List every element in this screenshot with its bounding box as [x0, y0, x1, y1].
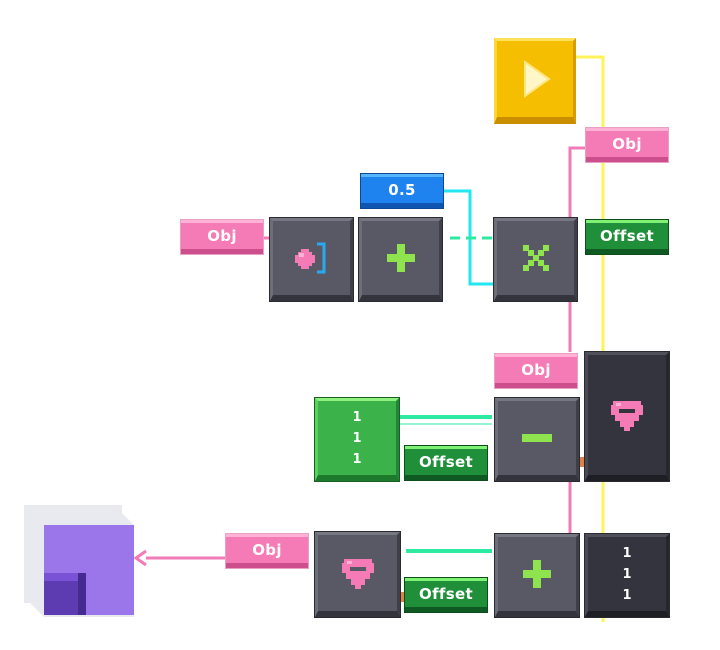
offset-label-bottom: Offset — [419, 585, 473, 603]
wire-yellow-play — [575, 55, 605, 352]
vector-block-dark[interactable]: 1 1 1 — [585, 534, 669, 617]
vector-green-x: 1 — [352, 409, 362, 425]
vector-dark-y: 1 — [622, 566, 632, 582]
port-orange-1 — [580, 457, 585, 467]
dark-getter-block[interactable] — [585, 352, 669, 481]
position-getter-icon — [273, 221, 350, 295]
offset-tag-bottom[interactable]: Offset — [405, 578, 487, 612]
plus-icon — [498, 537, 576, 611]
purple-object[interactable] — [24, 505, 138, 619]
vector-dark-z: 1 — [622, 587, 632, 603]
obj-tag-middle[interactable]: Obj — [495, 354, 577, 388]
vector-block-green[interactable]: 1 1 1 — [315, 398, 399, 481]
obj-tag-top[interactable]: Obj — [586, 128, 668, 162]
offset-tag-top[interactable]: Offset — [586, 220, 668, 254]
port-orange-2 — [400, 592, 405, 602]
obj-label-left: Obj — [207, 227, 237, 245]
minus-icon — [498, 401, 576, 475]
obj-label-middle: Obj — [521, 361, 551, 379]
number-value: 0.5 — [388, 181, 416, 199]
add-block-bottom[interactable] — [495, 534, 579, 617]
obj-label-top: Obj — [612, 135, 642, 153]
multiply-block[interactable] — [494, 218, 577, 301]
vector-green-y: 1 — [352, 430, 362, 446]
heart-getter-icon — [318, 535, 397, 611]
heart-getter-icon — [588, 355, 666, 475]
subtract-block[interactable] — [495, 398, 579, 481]
plus-icon — [362, 221, 439, 295]
vector-dark-x: 1 — [622, 545, 632, 561]
play-block[interactable] — [494, 38, 576, 124]
obj-label-bottom: Obj — [252, 541, 282, 559]
position-getter-block[interactable] — [270, 218, 353, 301]
getter-block-bottom[interactable] — [315, 532, 400, 617]
multiply-icon — [497, 221, 574, 295]
add-block-top[interactable] — [359, 218, 442, 301]
offset-label-top: Offset — [600, 227, 654, 245]
offset-label-middle: Offset — [419, 453, 473, 471]
purple-cube-icon — [24, 505, 134, 617]
vector-green-z: 1 — [352, 451, 362, 467]
number-block[interactable]: 0.5 — [361, 174, 443, 208]
arrowhead-icon — [133, 549, 147, 567]
obj-tag-bottom[interactable]: Obj — [226, 534, 308, 568]
offset-tag-middle[interactable]: Offset — [405, 446, 487, 480]
obj-tag-left[interactable]: Obj — [181, 220, 263, 254]
play-icon — [497, 41, 573, 117]
